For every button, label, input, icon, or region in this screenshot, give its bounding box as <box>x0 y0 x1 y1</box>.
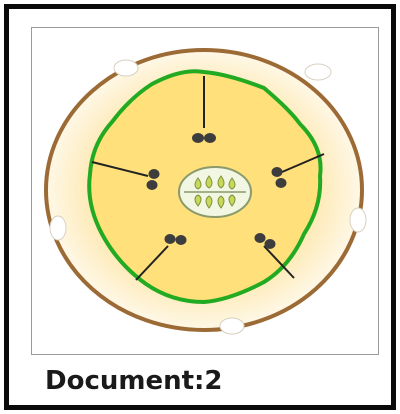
anther-lobe <box>192 133 204 143</box>
anther-lobe <box>276 178 287 188</box>
ring-notch <box>350 208 366 232</box>
anther-lobe <box>165 234 176 244</box>
flower-diagram-panel <box>31 27 379 355</box>
ring-notch <box>305 64 331 80</box>
ring-notch <box>114 60 138 76</box>
flower-cross-section-diagram <box>32 28 377 353</box>
anther-lobe <box>176 235 187 245</box>
anther-lobe <box>149 169 160 179</box>
anther-lobe <box>265 239 276 249</box>
document-frame: Document:2 <box>4 4 396 410</box>
anther-lobe <box>272 167 283 177</box>
ring-notch <box>50 216 66 240</box>
ovary <box>179 167 251 217</box>
anther-lobe <box>255 233 266 243</box>
ring-notch <box>220 318 244 334</box>
document-caption: Document:2 <box>45 359 223 403</box>
anther-lobe <box>147 180 158 190</box>
anther-lobe <box>204 133 216 143</box>
